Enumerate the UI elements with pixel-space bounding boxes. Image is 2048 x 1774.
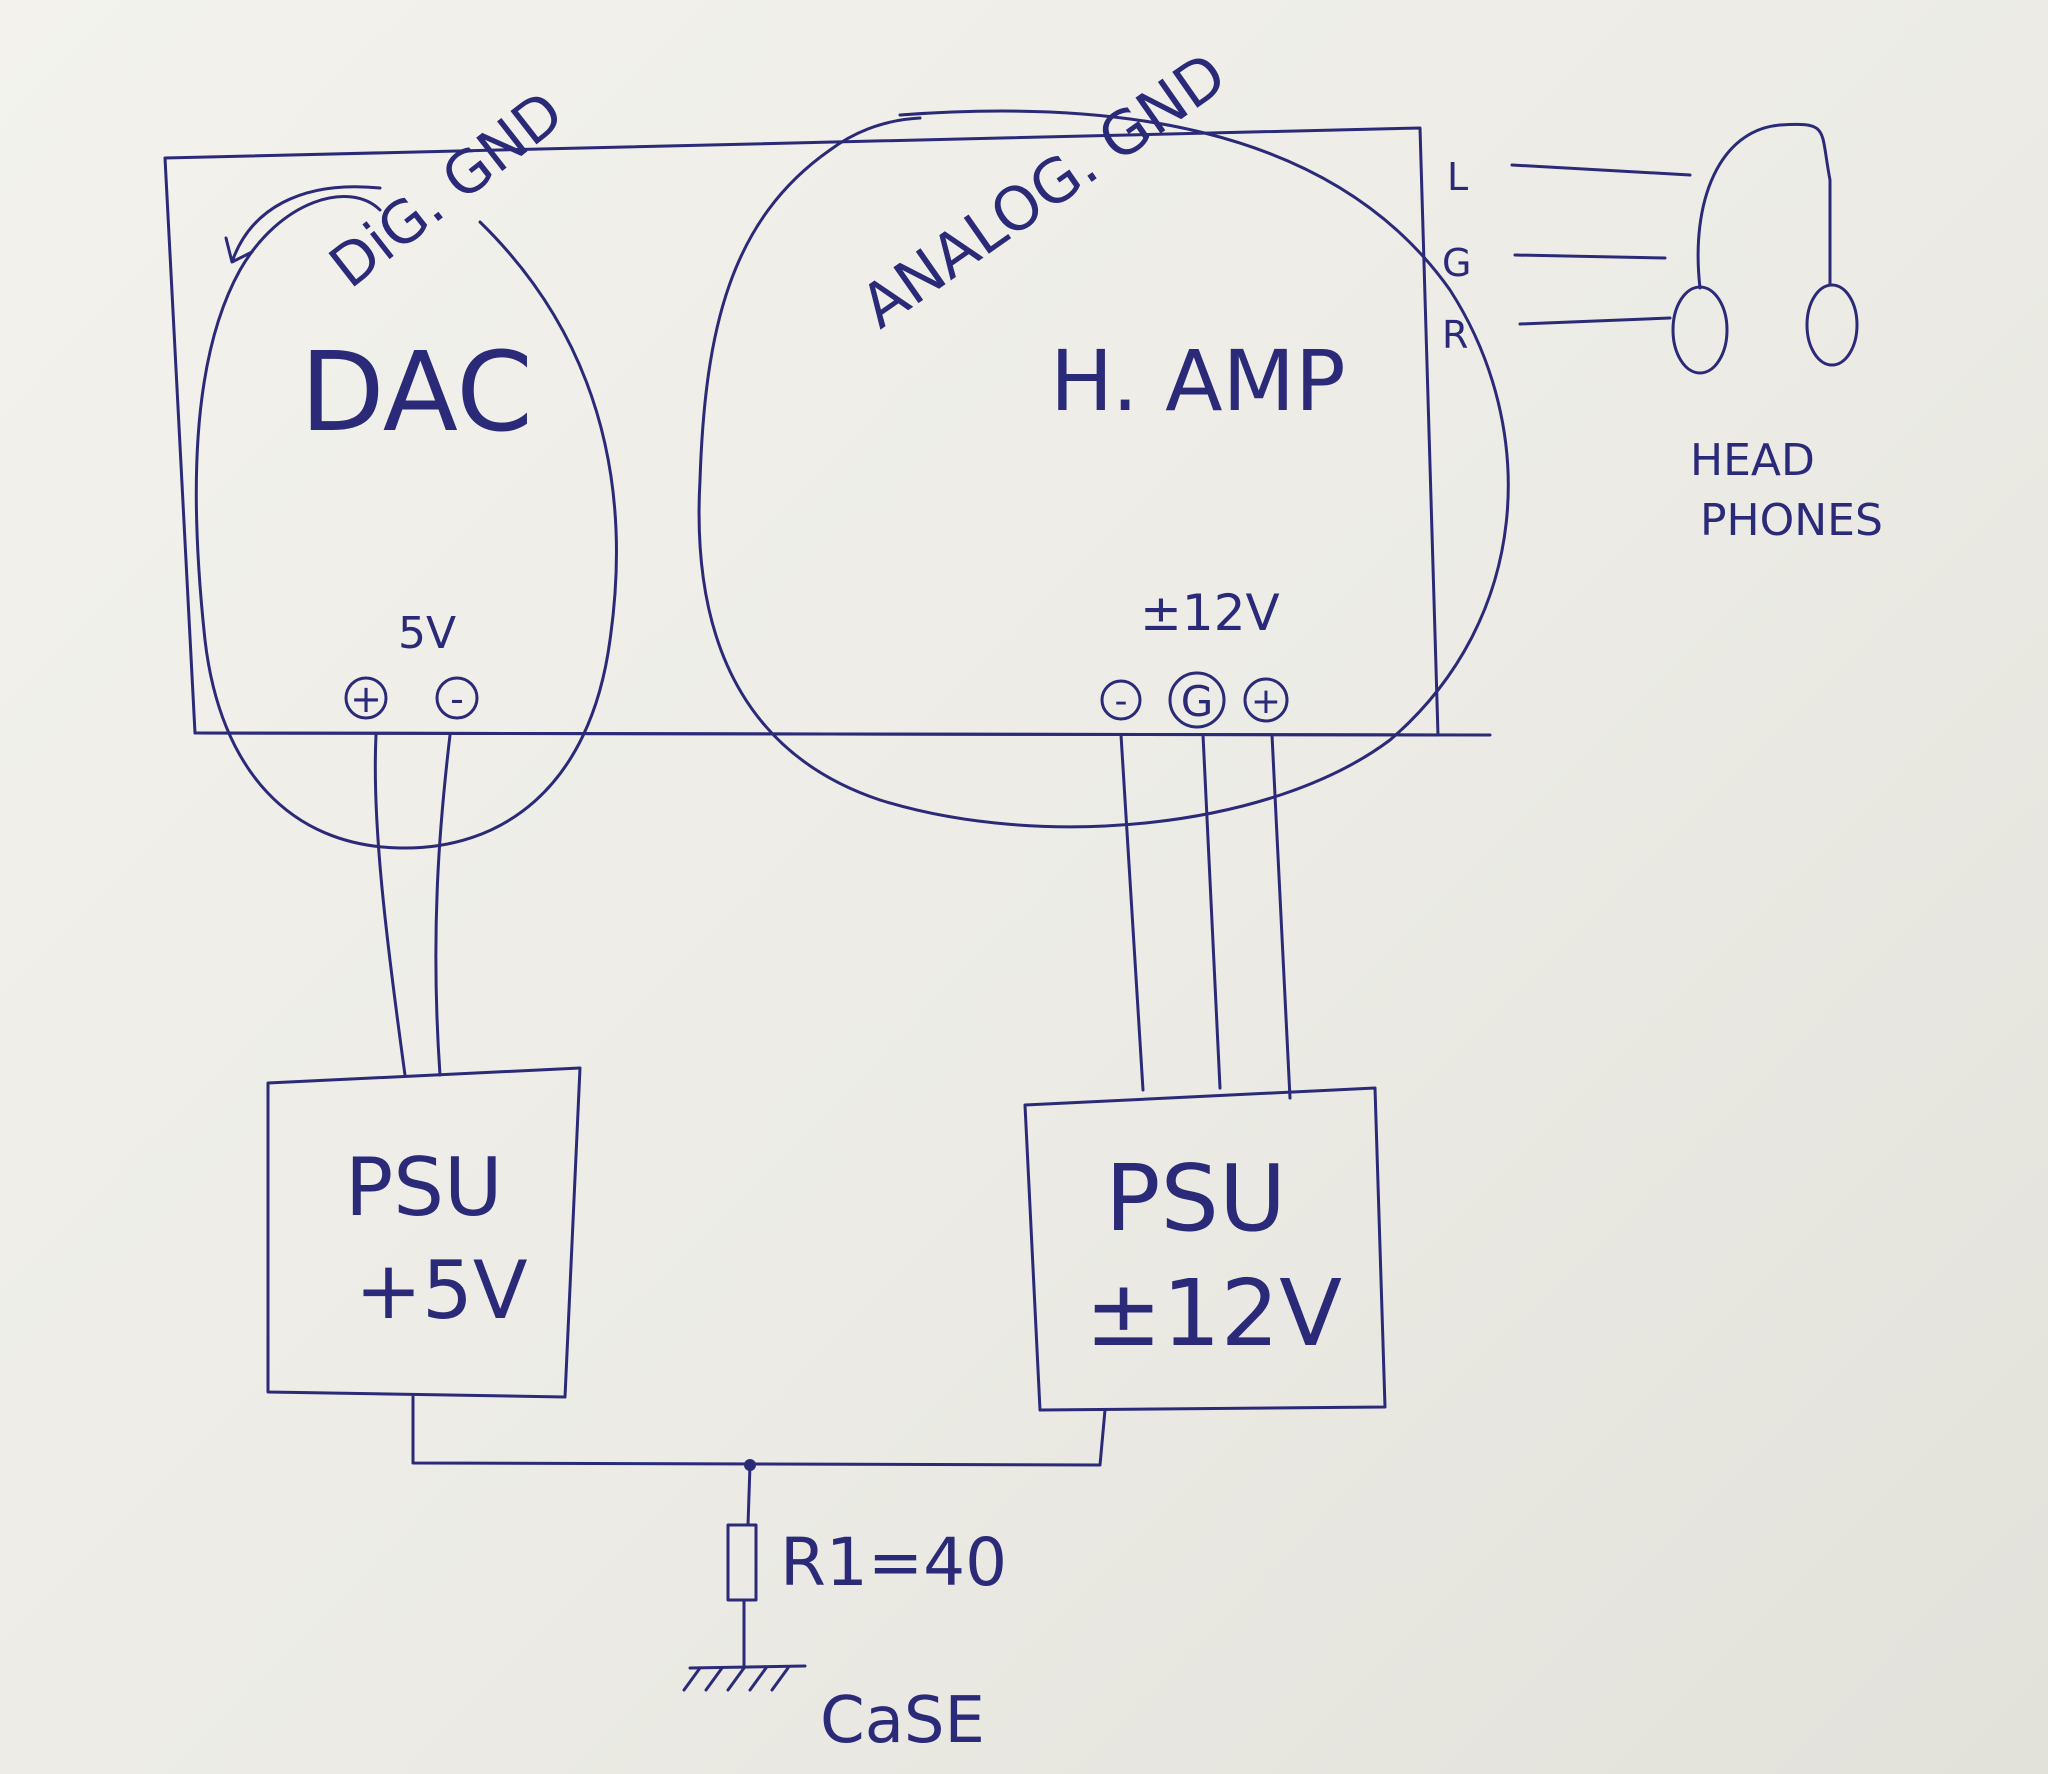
output-right-label: R xyxy=(1442,313,1468,357)
wire-dac-plus xyxy=(373,733,407,1077)
output-left-label: L xyxy=(1447,155,1468,199)
digital-ground-arrow xyxy=(224,185,382,264)
digital-ground-region xyxy=(194,195,618,850)
output-right-wire xyxy=(1518,316,1672,326)
psu-5v-box: PSU +5V xyxy=(266,1066,582,1399)
amp-pin-ground-symbol: G xyxy=(1181,677,1214,726)
psu-12v-box: PSU ±12V xyxy=(1023,1086,1387,1412)
amp-pin-minus-symbol: - xyxy=(1115,681,1128,722)
board-bottom-edge xyxy=(193,731,1492,737)
wire-dac-minus xyxy=(434,733,452,1077)
resistor-r1 xyxy=(726,1523,758,1602)
headphones-icon xyxy=(1671,122,1859,375)
dac-pin-minus: - xyxy=(435,676,479,721)
psu-12v-title: PSU xyxy=(1105,1145,1286,1252)
psu-12v-rating: ±12V xyxy=(1085,1260,1342,1367)
chassis-ground-icon xyxy=(682,1664,807,1692)
output-left-wire xyxy=(1510,163,1692,177)
amp-pin-minus: - xyxy=(1100,679,1142,722)
output-ground-label: G xyxy=(1442,241,1471,285)
analog-ground-region xyxy=(697,109,1510,829)
headphones-label-line1: HEAD xyxy=(1690,435,1815,486)
resistor-label: R1=40 xyxy=(780,1524,1007,1601)
amp-pin-ground: G xyxy=(1168,671,1226,729)
digital-ground-label: DiG. GND xyxy=(317,78,576,301)
dac-label: DAC xyxy=(300,328,533,456)
analog-ground-label: ANALOG. GND xyxy=(848,40,1239,343)
amp-pin-plus: + xyxy=(1243,677,1289,723)
amp-supply-label: ±12V xyxy=(1140,584,1280,642)
wire-amp-plus xyxy=(1270,733,1292,1100)
psu-ground-bus xyxy=(411,1395,1107,1467)
dac-pin-minus-symbol: - xyxy=(450,677,464,721)
dac-supply-label: 5V xyxy=(398,608,456,659)
amp-pin-plus-symbol: + xyxy=(1251,681,1281,722)
psu-5v-rating: +5V xyxy=(355,1244,528,1337)
wire-junction-resistor xyxy=(746,1463,752,1527)
psu-5v-title: PSU xyxy=(345,1141,503,1234)
wire-amp-minus xyxy=(1119,733,1145,1092)
case-label: CaSE xyxy=(820,1684,985,1758)
wire-amp-ground xyxy=(1201,733,1222,1090)
amp-label: H. AMP xyxy=(1050,332,1346,430)
output-ground-wire xyxy=(1513,253,1667,260)
dac-pin-plus-symbol: + xyxy=(350,677,382,721)
headphones-label-line2: PHONES xyxy=(1700,495,1883,546)
dac-pin-plus: + xyxy=(344,676,388,721)
